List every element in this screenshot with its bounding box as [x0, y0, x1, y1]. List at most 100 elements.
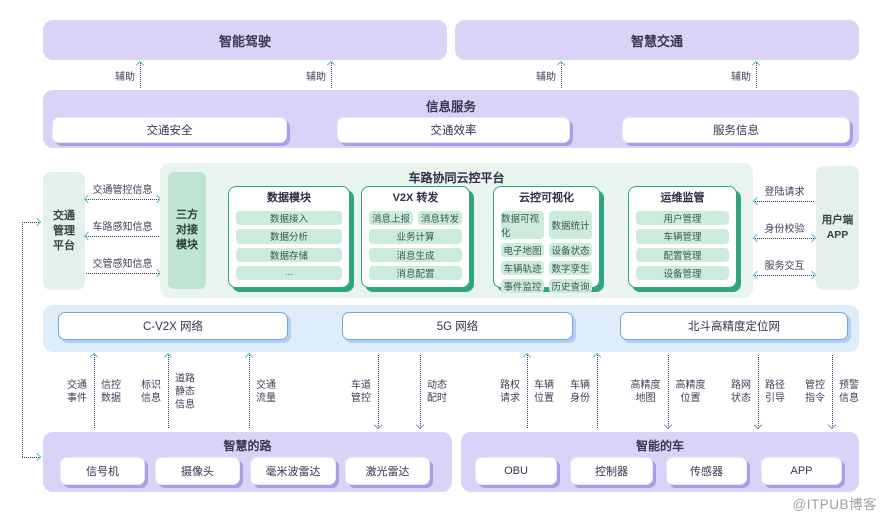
- up-arrowhead-icon: [592, 352, 602, 362]
- aux-label: 辅助: [536, 72, 556, 83]
- arrow-line: [140, 63, 141, 88]
- smart-vehicle-band: 智能的车 OBU 控制器 传感器 APP: [461, 432, 859, 492]
- link-label: 登陆请求: [764, 187, 805, 198]
- box-traffic-safety: 交通安全: [52, 117, 287, 143]
- arrow-line: [755, 275, 814, 276]
- label-line: 三方: [176, 209, 198, 221]
- feature-pill: 消息转发: [418, 211, 462, 226]
- arrow-line: [597, 355, 598, 428]
- feature-pill: 配置管理: [636, 247, 729, 262]
- up-arrowhead-icon: [751, 60, 761, 70]
- arrow-line: [168, 355, 169, 428]
- flow-label: 车辆位置: [534, 380, 554, 404]
- flow-label: 车道管控: [351, 380, 371, 404]
- card-title: V2X 转发: [392, 192, 439, 204]
- arrow-line: [832, 355, 833, 428]
- box-obu: OBU: [475, 457, 557, 485]
- arrow-line: [756, 63, 757, 88]
- left-arrowhead-icon: [752, 196, 762, 206]
- up-arrowhead-icon: [522, 352, 532, 362]
- arrow-line: [94, 355, 95, 428]
- aux-label: 辅助: [306, 72, 326, 83]
- arrow-line: [420, 355, 421, 428]
- down-arrowhead-icon: [753, 420, 763, 430]
- box-5g-network: 5G 网络: [342, 312, 573, 340]
- feature-pill: 消息配置: [369, 265, 462, 280]
- box-smart-traffic: 智慧交通: [455, 20, 859, 60]
- label-line: 用户端: [821, 214, 854, 226]
- feature-pill: 历史查询: [549, 279, 592, 293]
- flow-label: 交通流量: [256, 380, 276, 404]
- feature-pill: 数据统计: [549, 211, 592, 239]
- flow-label: 交通事件: [67, 380, 87, 404]
- feature-pill: 数字孪生: [549, 261, 592, 275]
- down-arrowhead-icon: [827, 420, 837, 430]
- box-third-party-adapter: 三方 对接 模块: [168, 172, 206, 289]
- arrow-line: [755, 201, 814, 202]
- card-cloud-visualization: 云控可视化 数据可视化 数据统计 电子地图 设备状态 车辆轨迹 数字孪生 事件监…: [493, 186, 600, 293]
- box-cv2x-network: C-V2X 网络: [58, 312, 288, 340]
- watermark: @ITPUB博客: [792, 497, 877, 512]
- box-sensor: 传感器: [666, 457, 747, 485]
- box-traffic-mgmt-platform: 交通 管理 平台: [43, 172, 85, 290]
- feature-pill: 设备管理: [636, 265, 729, 280]
- link-label: 身份校验: [764, 224, 805, 235]
- box-user-app: 用户端 APP: [816, 166, 859, 290]
- label-line: 模块: [176, 239, 198, 251]
- card-title: 数据模块: [267, 192, 311, 204]
- feature-pill: 消息上报: [369, 211, 413, 226]
- arrow-line: [22, 222, 39, 223]
- arrow-line: [755, 238, 814, 239]
- info-service-title: 信息服务: [425, 100, 476, 114]
- flow-label: 车辆身份: [570, 380, 590, 404]
- smart-vehicle-title: 智能的车: [635, 439, 684, 453]
- box-camera: 摄像头: [155, 457, 240, 485]
- label-line: 管理: [53, 224, 75, 237]
- box-service-info: 服务信息: [622, 117, 850, 143]
- feature-pill: 数据可视化: [501, 211, 544, 239]
- aux-label: 辅助: [115, 72, 135, 83]
- label-line: APP: [826, 229, 849, 241]
- flow-label: 路网状态: [731, 380, 751, 404]
- down-arrowhead-icon: [415, 420, 425, 430]
- link-label: 交通管控信息: [92, 185, 153, 196]
- label-line: 交通: [53, 209, 75, 222]
- card-title: 运维监管: [660, 192, 705, 204]
- feature-pill: ...: [236, 265, 342, 280]
- arrow-line: [561, 63, 562, 88]
- box-mmwave-radar: 毫米波雷达: [250, 457, 336, 485]
- down-arrowhead-icon: [373, 420, 383, 430]
- box-traffic-efficiency: 交通效率: [337, 117, 570, 143]
- smart-road-band: 智慧的路 信号机 摄像头 毫米波雷达 激光雷达: [43, 432, 452, 492]
- cloud-platform: 车路协同云控平台 三方 对接 模块 数据模块 数据接入 数据分析 数据存储 ..…: [160, 163, 753, 298]
- feature-pill: 电子地图: [501, 243, 544, 257]
- box-controller: 控制器: [570, 457, 653, 485]
- feature-pill: 业务计算: [369, 229, 462, 244]
- arrow-line: [22, 222, 23, 457]
- card-v2x-forward: V2X 转发 消息上报 消息转发 业务计算 消息生成 消息配置: [361, 186, 470, 288]
- arrow-line: [22, 457, 39, 458]
- right-arrowhead-icon: [807, 270, 817, 280]
- flow-label: 信控数据: [101, 380, 121, 404]
- card-data-module: 数据模块 数据接入 数据分析 数据存储 ...: [228, 186, 350, 288]
- box-signal-machine: 信号机: [60, 457, 145, 485]
- feature-pill: 数据接入: [236, 211, 342, 226]
- arrow-line: [527, 355, 528, 428]
- up-arrowhead-icon: [244, 352, 254, 362]
- up-arrowhead-icon: [163, 352, 173, 362]
- smart-road-title: 智慧的路: [223, 439, 272, 453]
- arrow-line: [86, 199, 159, 200]
- feature-pill: 车辆管理: [636, 229, 729, 244]
- link-label: 车路感知信息: [92, 222, 153, 233]
- down-arrowhead-icon: [663, 420, 673, 430]
- label-line: 对接: [176, 224, 198, 236]
- box-lidar: 激光雷达: [345, 457, 430, 485]
- flow-label: 道路静态信息: [175, 373, 195, 411]
- left-arrowhead-icon: [83, 194, 93, 204]
- feature-pill: 车辆轨迹: [501, 261, 544, 275]
- up-arrowhead-icon: [556, 60, 566, 70]
- feature-pill: 设备状态: [549, 243, 592, 257]
- info-service-band: 信息服务 交通安全 交通效率 服务信息: [43, 90, 859, 148]
- left-arrowhead-icon: [752, 270, 762, 280]
- box-intelligent-driving: 智能驾驶: [43, 20, 447, 60]
